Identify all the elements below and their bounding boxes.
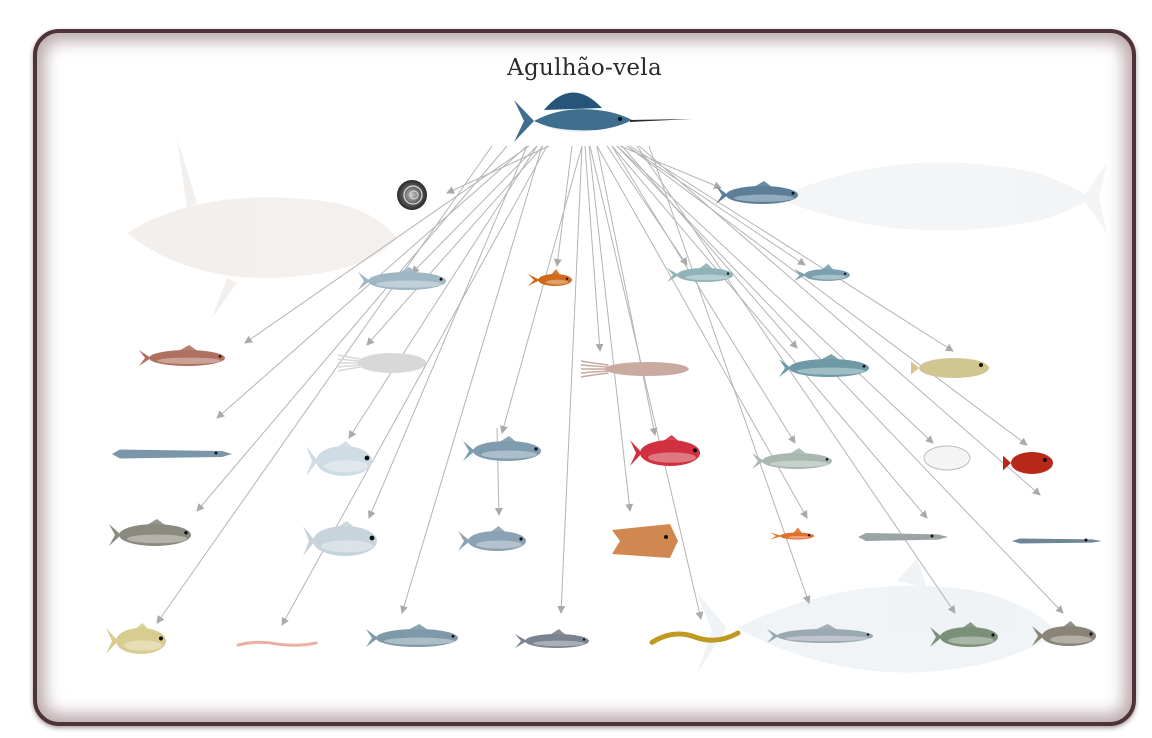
mackerel-icon — [667, 263, 733, 282]
tuna-icon — [716, 181, 798, 204]
arrow-to-scad-icon — [497, 428, 499, 515]
orange-fish-icon — [528, 269, 572, 286]
red-snapper-icon — [630, 435, 700, 466]
squid-icon — [581, 361, 689, 377]
bluefish-icon — [463, 436, 541, 461]
food-web-frame: Agulhão-vela — [33, 29, 1136, 726]
needlefish-icon — [112, 450, 232, 459]
filefish-icon — [106, 623, 166, 654]
ammonite-shell-icon — [397, 180, 427, 210]
scad-icon — [458, 526, 526, 551]
arrow-to-boxfish-icon — [589, 146, 630, 511]
boxfish-icon — [612, 524, 678, 558]
white-squid-icon — [924, 446, 970, 470]
cuttlefish-icon — [338, 353, 426, 373]
red-bigeye-icon — [1003, 452, 1053, 474]
food-web-diagram — [37, 33, 1136, 726]
sea-robin-icon — [109, 519, 191, 546]
background-ghost-fish — [127, 138, 397, 318]
halfbeak-icon — [1012, 539, 1102, 544]
lancetfish-icon — [858, 533, 948, 541]
background-ghost-shark — [697, 558, 1057, 673]
pufferfish-icon — [911, 358, 989, 378]
moray-eel-icon — [652, 633, 738, 642]
cod-icon — [515, 629, 589, 648]
herring-icon — [366, 624, 458, 647]
eel-larva-icon — [238, 642, 316, 645]
arrow-to-mackerel-icon — [607, 146, 687, 265]
pomfret-icon — [303, 521, 377, 556]
sailfish-icon — [514, 92, 692, 142]
arrow-to-cod-icon — [561, 146, 582, 613]
shrimp-icon — [770, 528, 814, 540]
flying-fish-icon — [794, 264, 850, 281]
gurnard-icon — [139, 345, 225, 366]
background-ghost-tuna — [777, 162, 1107, 233]
arrow-to-orange-fish-icon — [557, 146, 572, 266]
arrow-to-jack-fish-icon — [412, 146, 537, 273]
mullet-icon — [752, 448, 832, 469]
arrow-to-bluefish-icon — [502, 146, 582, 433]
butterfish-icon — [306, 441, 372, 476]
